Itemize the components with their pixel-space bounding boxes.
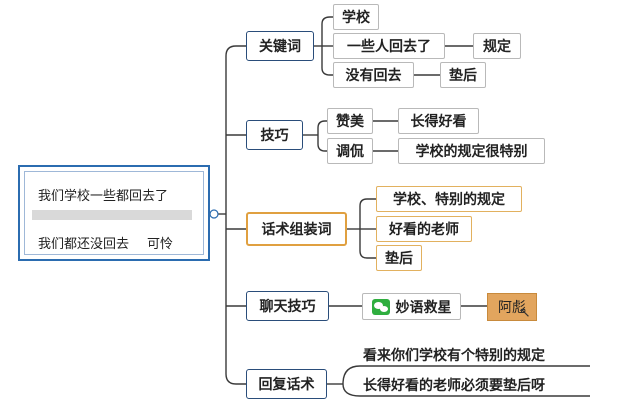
node-school[interactable]: 学校 [333, 4, 379, 30]
node-wechat-helper[interactable]: 妙语救星 [362, 293, 461, 320]
wechat-icon [371, 298, 390, 315]
node-school-special-rule[interactable]: 学校、特别的规定 [376, 186, 522, 212]
node-good-looking[interactable]: 长得好看 [398, 108, 479, 134]
node-praise[interactable]: 赞美 [327, 108, 373, 134]
node-not-gone-back[interactable]: 没有回去 [333, 62, 414, 88]
branch-keywords[interactable]: 关键词 [246, 31, 314, 61]
root-line2-b: 可怜 [147, 237, 174, 252]
mouse-cursor-icon: ↖ [519, 305, 531, 321]
node-pretty-teacher[interactable]: 好看的老师 [376, 216, 472, 242]
root-inner-frame [24, 171, 204, 255]
root-redacted-bar [32, 210, 192, 220]
node-at-rear-2[interactable]: 垫后 [376, 245, 422, 271]
reply-line-2[interactable]: 长得好看的老师必须要垫后呀 [363, 378, 545, 394]
branch-techniques[interactable]: 技巧 [246, 120, 303, 150]
branch-phrase-assembly[interactable]: 话术组装词 [246, 212, 347, 246]
root-topic[interactable]: 我们学校一些都回去了 我们都还没回去 可怜 [18, 165, 210, 261]
node-rule[interactable]: 规定 [473, 33, 521, 59]
node-special-rule[interactable]: 学校的规定很特别 [398, 138, 545, 164]
root-line2: 我们都还没回去 可怜 [38, 233, 173, 252]
root-line2-a: 我们都还没回去 [38, 237, 130, 252]
node-at-rear[interactable]: 垫后 [440, 62, 486, 88]
name-tag[interactable]: 阿彪 [487, 293, 537, 321]
node-wechat-helper-label: 妙语救星 [395, 299, 452, 316]
branch-chat-skills[interactable]: 聊天技巧 [246, 291, 329, 321]
branch-reply-scripts[interactable]: 回复话术 [246, 369, 327, 399]
root-line1: 我们学校一些都回去了 [38, 189, 169, 204]
node-tease[interactable]: 调侃 [327, 138, 373, 164]
reply-line-1[interactable]: 看来你们学校有个特别的规定 [363, 348, 545, 364]
node-some-went-back[interactable]: 一些人回去了 [333, 33, 445, 59]
